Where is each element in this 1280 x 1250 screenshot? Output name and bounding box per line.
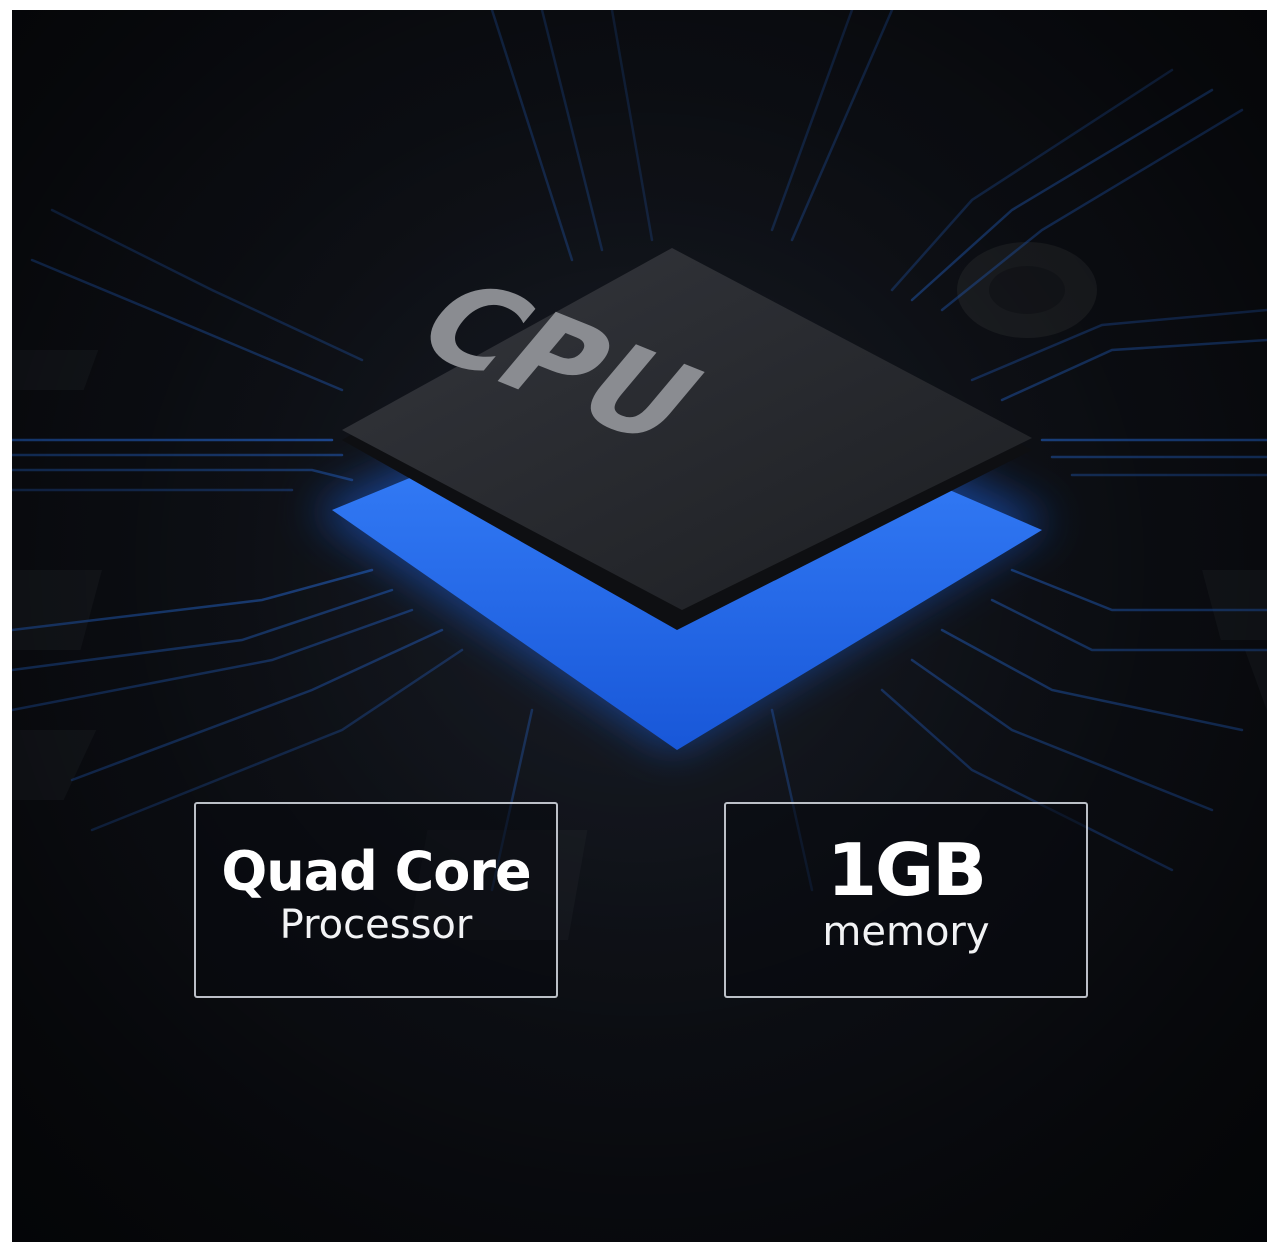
spec-headline: Quad Core — [221, 840, 531, 903]
spec-card-processor: Quad Core Processor — [194, 802, 558, 998]
circuit-board-background — [12, 10, 1267, 1242]
chip-top-face — [342, 248, 1032, 610]
spec-headline: 1GB — [826, 828, 987, 912]
spec-subline: Processor — [279, 902, 473, 948]
spec-card-memory: 1GB memory — [724, 802, 1088, 998]
product-banner: CPU Quad Core Processor 1GB memory — [12, 10, 1267, 1242]
cpu-chip-illustration: CPU — [312, 248, 1052, 750]
spec-subline: memory — [822, 909, 990, 955]
